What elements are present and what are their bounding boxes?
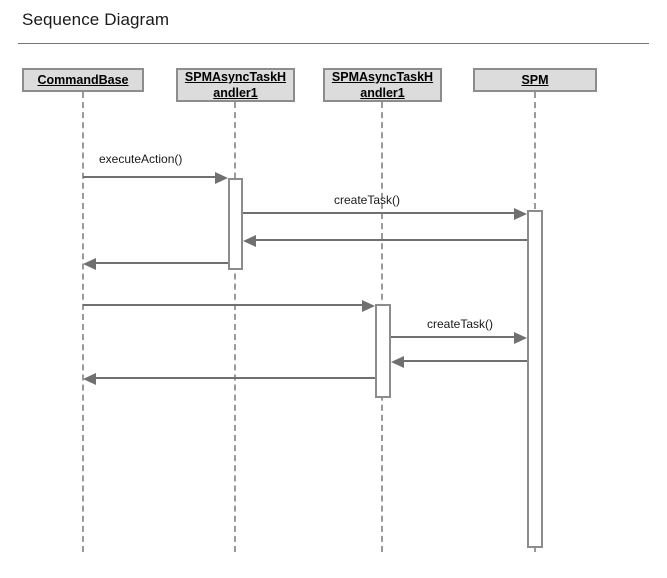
arrowhead-left-icon — [243, 235, 256, 247]
title-divider — [18, 43, 649, 44]
activation-bar-spm — [527, 210, 543, 548]
lifeline-line-commandbase — [82, 92, 84, 552]
lifeline-line-handler-a — [234, 102, 236, 552]
message-line-return-spm-to-handler-a[interactable] — [243, 235, 527, 247]
page-title: Sequence Diagram — [22, 10, 170, 29]
arrowhead-left-icon — [83, 258, 96, 270]
message-label-create-task-1: createTask() — [334, 193, 401, 207]
message-line-return-handler-b-to-commandbase[interactable] — [83, 373, 375, 385]
message-line-create-task-2[interactable] — [391, 332, 527, 344]
arrowhead-right-icon — [362, 300, 375, 312]
activation-bar-handler-b — [375, 304, 391, 398]
message-line-execute-action[interactable] — [83, 172, 228, 184]
lifeline-label: SPM — [521, 73, 549, 87]
lifeline-head-handler-b[interactable]: SPMAsyncTaskHandler1 — [323, 68, 442, 102]
arrowhead-left-icon — [391, 356, 404, 368]
message-label-execute-action: executeAction() — [99, 152, 183, 166]
lifeline-head-handler-a[interactable]: SPMAsyncTaskHandler1 — [176, 68, 295, 102]
message-line-commandbase-to-handler-b[interactable] — [83, 300, 375, 312]
lifeline-label: SPMAsyncTaskHandler1 — [331, 70, 434, 100]
lifeline-label: CommandBase — [37, 73, 129, 87]
arrowhead-left-icon — [83, 373, 96, 385]
message-line-return-spm-to-handler-b[interactable] — [391, 356, 527, 368]
arrowhead-right-icon — [215, 172, 228, 184]
message-label-create-task-2: createTask() — [427, 317, 494, 331]
lifeline-head-commandbase[interactable]: CommandBase — [22, 68, 144, 92]
message-line-create-task-1[interactable] — [243, 208, 527, 220]
message-line-return-handler-a-to-commandbase[interactable] — [83, 258, 228, 270]
arrowhead-right-icon — [514, 208, 527, 220]
activation-bar-handler-a — [228, 178, 243, 270]
arrowhead-right-icon — [514, 332, 527, 344]
lifeline-head-spm[interactable]: SPM — [473, 68, 597, 92]
lifeline-label: SPMAsyncTaskHandler1 — [184, 70, 287, 100]
